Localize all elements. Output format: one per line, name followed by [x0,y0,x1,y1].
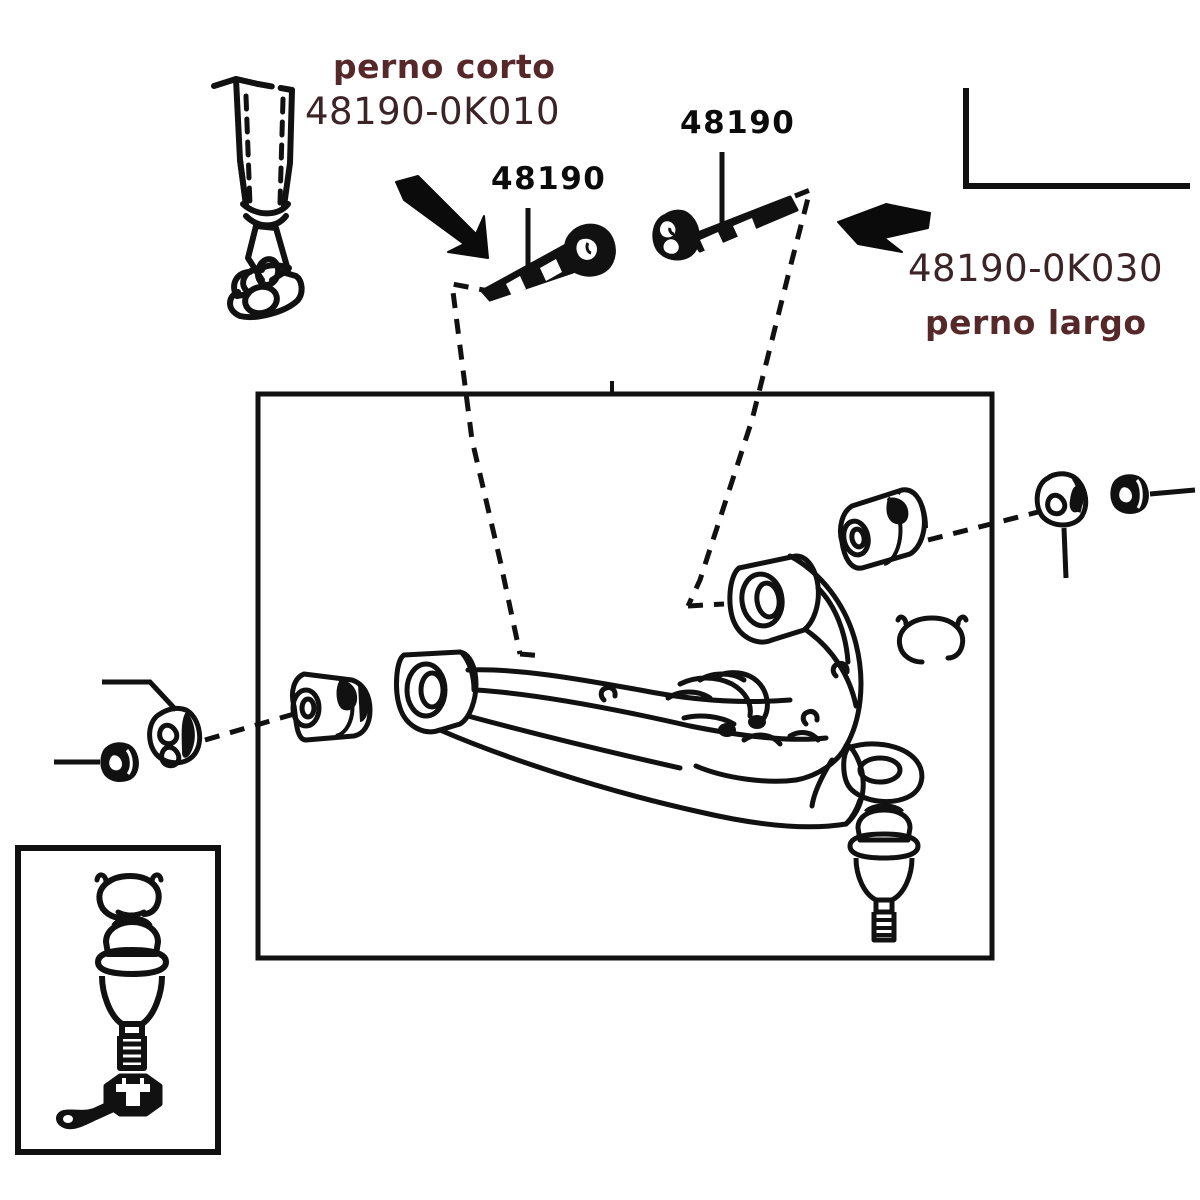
bushing-front [289,671,373,743]
bushing-rear [837,487,928,571]
lower-control-arm [394,553,925,830]
ball-joint-detail-inset [15,845,221,1155]
shock-absorber-lower [211,76,305,320]
snap-ring-arm [895,614,969,665]
inset-cotter-pin [56,1098,120,1130]
callout-48190-right: 48190 [680,105,796,141]
cam-washer-left [102,679,203,769]
inset-ball-joint [95,915,169,1071]
arrow-to-long-bolt [837,203,931,253]
label-part-number-0k010: 48190-0K010 [305,90,560,133]
label-perno-corto: perno corto [333,47,556,86]
corner-bracket [963,88,1190,189]
label-perno-largo: perno largo [925,303,1147,342]
inset-snap-ring [94,872,164,921]
ball-joint-arm [847,803,921,943]
cam-bolt-short [480,208,616,302]
arrow-to-short-bolt [395,175,489,259]
callout-48190-left: 48190 [491,161,607,197]
assembly-dashed-lines [449,185,814,659]
nut-left [54,742,139,782]
main-assembly-box [255,381,995,961]
dashed-front-washer-to-bushing [204,711,295,743]
dashed-rear-bushing-to-washer [927,507,1047,543]
cam-washer-right [1034,471,1089,579]
nut-right [1110,474,1196,514]
cam-bolt-long [652,152,799,261]
label-part-number-0k030: 48190-0K030 [908,247,1163,290]
